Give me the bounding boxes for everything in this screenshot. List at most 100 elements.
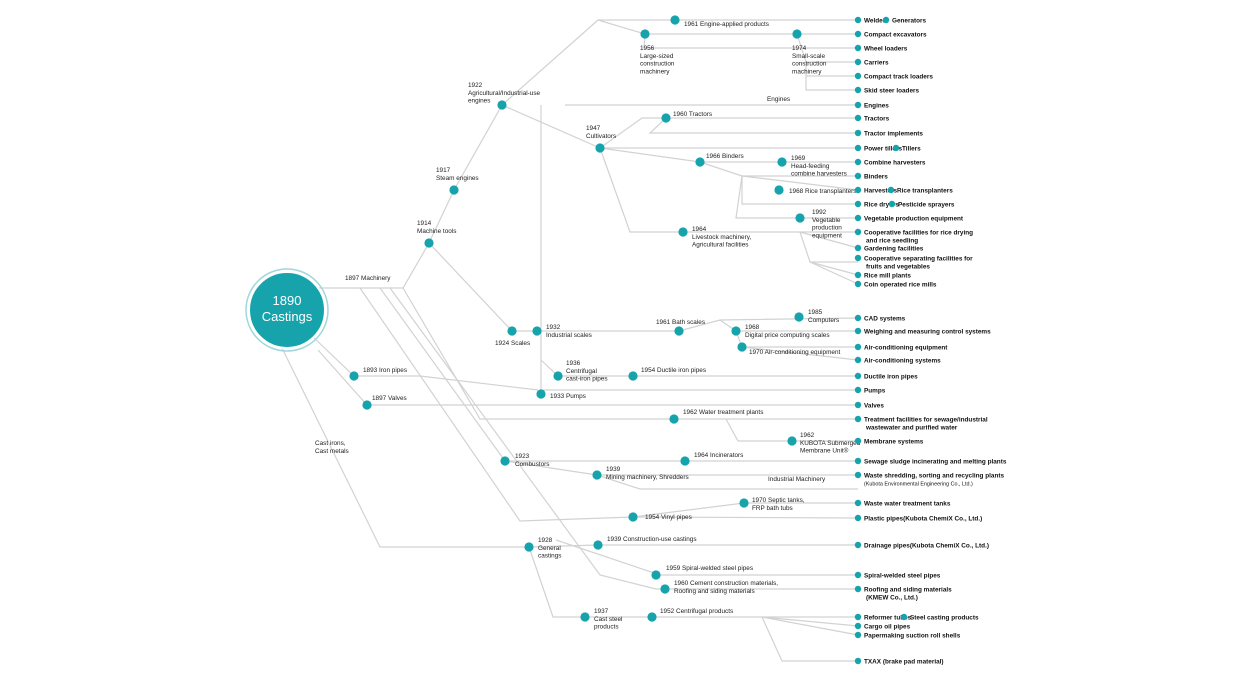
product-dot <box>854 386 862 394</box>
node-label: 1914 <box>417 220 432 227</box>
product-label: Skid steer loaders <box>864 87 920 94</box>
product-label: Roofing and siding materials <box>864 586 952 593</box>
product-dot <box>854 514 862 522</box>
connector-line <box>648 117 858 134</box>
product-label: Tillers <box>902 145 921 152</box>
node-dot <box>737 342 747 352</box>
product-item: Waste shredding, sorting and recycling p… <box>854 471 1004 487</box>
node-engines-lbl: Engines <box>767 96 790 103</box>
node-label: Cast metals <box>315 448 349 455</box>
root-label: Castings <box>262 309 313 324</box>
connector-line <box>761 616 859 627</box>
node-dot <box>500 456 510 466</box>
node-machinery: 1897 Machinery <box>345 275 391 282</box>
connector-line <box>597 19 858 35</box>
product-item: Sewage sludge incinerating and melting p… <box>854 457 1007 465</box>
node-label: Mining machinery, Shredders <box>606 474 689 481</box>
product-dot <box>854 372 862 380</box>
product-label: Drainage pipes(Kubota ChemiX Co., Ltd.) <box>864 542 989 549</box>
node-dot <box>731 326 741 336</box>
node-label: 1897 Valves <box>372 395 407 402</box>
node-dot <box>787 436 797 446</box>
product-label: Compact track loaders <box>864 73 933 80</box>
node-centrifugal-prod: 1952 Centrifugal products <box>647 608 733 622</box>
product-label: Weighing and measuring control systems <box>864 328 991 335</box>
node-label: 1962 Water treatment plants <box>683 409 763 416</box>
connector-line <box>379 287 858 462</box>
node-pumps: 1933 Pumps <box>536 389 586 400</box>
product-item: Rice mill plants <box>854 271 911 279</box>
product-item: Air-conditioning equipment <box>854 343 948 351</box>
product-dot <box>854 314 862 322</box>
node-dot <box>553 371 563 381</box>
product-label: Carriers <box>864 59 889 66</box>
product-dot <box>900 613 908 621</box>
product-item: Skid steer loaders <box>854 86 920 94</box>
product-dot <box>854 343 862 351</box>
node-dot <box>651 570 661 580</box>
product-item: Air-conditioning systems <box>854 356 941 364</box>
product-label: Generators <box>892 17 927 24</box>
product-dot <box>854 271 862 279</box>
node-binders: 1966 Binders <box>695 153 744 167</box>
node-label: 1932 <box>546 324 561 331</box>
node-vinyl: 1954 Vinyl pipes <box>628 512 692 522</box>
node-dot <box>595 143 605 153</box>
node-label: Cast irons, <box>315 440 346 447</box>
node-label: Head-feeding <box>791 163 830 170</box>
node-label: Digital price computing scales <box>745 332 830 339</box>
connector-line <box>528 546 858 618</box>
connector-line <box>809 261 859 285</box>
node-dot <box>678 227 688 237</box>
node-label: cast-iron pipes <box>566 376 608 383</box>
node-label: 1970 Septic tanks, <box>752 497 805 504</box>
product-dot <box>854 622 862 630</box>
node-dot <box>593 540 603 550</box>
node-label: 1961 Engine-applied products <box>684 21 769 28</box>
connector-line <box>805 76 858 91</box>
node-dot <box>524 542 534 552</box>
connector-line <box>735 175 858 219</box>
product-item: Engines <box>854 101 889 109</box>
node-label: 1992 <box>812 209 827 216</box>
connector-line <box>643 33 858 49</box>
product-label: Steel casting products <box>910 614 979 621</box>
node-label: Cast steel <box>594 616 622 623</box>
node-incinerators: 1964 Incinerators <box>680 452 743 466</box>
node-label: 1961 Bath scales <box>656 319 705 326</box>
node-label: 1954 Ductile iron pipes <box>641 367 706 374</box>
connector-line <box>501 104 858 149</box>
node-label: 1893 Iron pipes <box>363 367 407 374</box>
product-item: Pumps <box>854 386 886 394</box>
product-dot <box>854 58 862 66</box>
product-label: Valves <box>864 402 884 409</box>
product-dot <box>854 114 862 122</box>
product-label: Reformer tubes <box>864 614 912 621</box>
node-label: 1956 <box>640 45 655 52</box>
node-label: FRP bath tubs <box>752 505 793 512</box>
node-dot <box>640 29 650 39</box>
product-item: Papermaking suction roll shells <box>854 631 961 639</box>
node-label: 1985 <box>808 309 823 316</box>
root-node: 1890 Castings <box>245 268 329 352</box>
product-dot <box>882 16 890 24</box>
node-engine-applied: 1961 Engine-applied products <box>670 15 769 28</box>
node-valves: 1897 Valves <box>362 395 407 410</box>
product-dot <box>854 571 862 579</box>
node-label: 1923 <box>515 453 530 460</box>
product-item: Membrane systems <box>854 437 924 445</box>
product-dot <box>854 415 862 423</box>
product-item: Tractors <box>854 114 890 122</box>
product-label: Vegetable production equipment <box>864 215 964 222</box>
node-dot <box>777 157 787 167</box>
node-dot <box>661 113 671 123</box>
product-label: Engines <box>864 102 889 109</box>
product-label: Coin operated rice mills <box>864 281 937 288</box>
product-label: Air-conditioning systems <box>864 357 941 364</box>
